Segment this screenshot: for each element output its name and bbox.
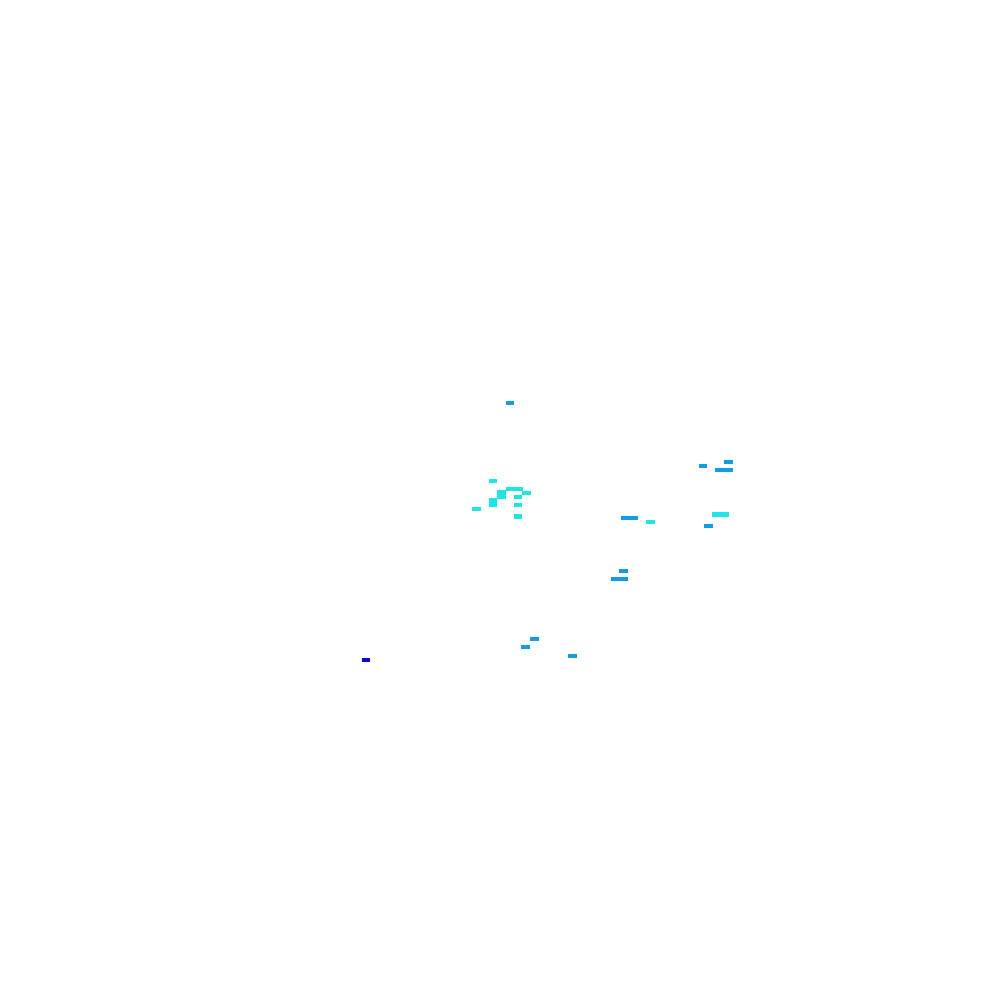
heatmap-cell (362, 658, 370, 662)
heatmap-cell (506, 487, 523, 491)
cell-group (362, 401, 733, 662)
heatmap-cell (514, 514, 522, 519)
heatmap-cell (611, 577, 628, 581)
heatmap-cell (724, 460, 733, 464)
heatmap-cell (514, 503, 522, 507)
heatmap-cell (522, 491, 531, 495)
heatmap-cell (619, 569, 628, 573)
heatmap-cell (514, 495, 522, 499)
heatmap-cell (715, 468, 733, 472)
heatmap-cell (568, 654, 577, 658)
heatmap-cell (521, 645, 530, 649)
heatmap-cell (497, 490, 506, 499)
heatmap-cell (712, 512, 729, 517)
heatmap-cell (489, 479, 497, 483)
heatmap-cell (506, 401, 514, 405)
heatmap-cell (489, 498, 497, 507)
heatmap-cell (699, 464, 707, 468)
heatmap-cell (621, 516, 638, 520)
heatmap-cell (472, 507, 481, 511)
heatmap-cell (530, 637, 539, 641)
heatmap-cell (646, 520, 655, 524)
heatmap-cell (704, 524, 713, 528)
